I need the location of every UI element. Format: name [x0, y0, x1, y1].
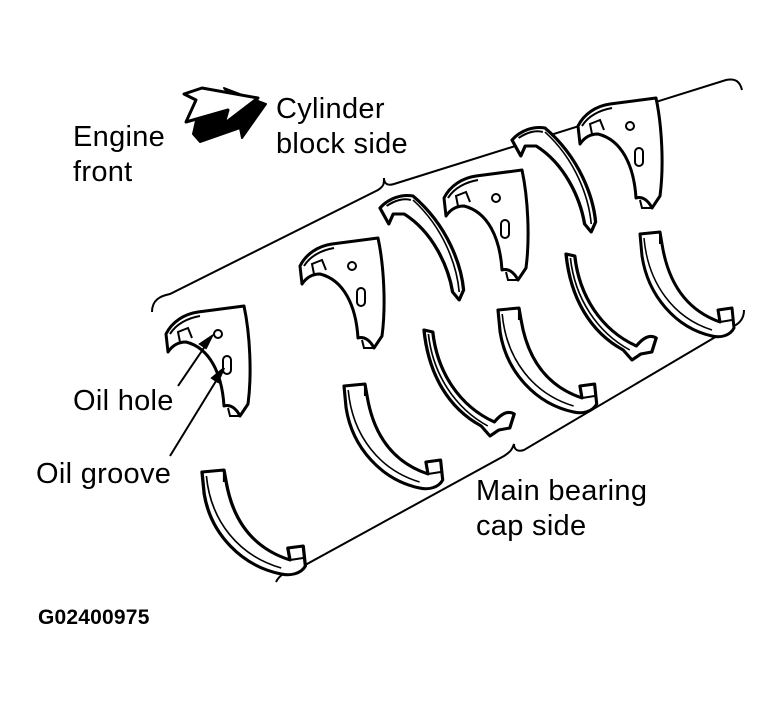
- lower-shell-6: [638, 230, 736, 339]
- engine-front-label-line2: front: [73, 155, 133, 188]
- cylinder-block-label-line1: Cylinder: [276, 93, 385, 125]
- main-bearing-cap-side-label: Main bearing cap side: [476, 474, 647, 544]
- upper-shell-2: [298, 236, 386, 350]
- engine-front-label: Engine front: [73, 120, 165, 190]
- lower-shell-2: [342, 382, 445, 491]
- upper-shell-6: [576, 96, 664, 210]
- cylinder-block-label-line2: block side: [276, 127, 408, 160]
- oil-hole-label: Oil hole: [73, 385, 174, 417]
- arrow-engine-front-icon: [182, 86, 267, 143]
- upper-shell-1-with-oil-hole: [164, 304, 252, 418]
- oil-groove-label: Oil groove: [36, 458, 172, 490]
- cylinder-block-side-label: Cylinder block side: [276, 92, 408, 162]
- lower-shell-5-thin: [564, 252, 658, 362]
- oil-hole-leader: [177, 333, 215, 387]
- lower-shell-1: [200, 468, 308, 577]
- oil-groove-leader: [169, 367, 225, 457]
- lower-shell-3-thin: [422, 328, 516, 438]
- figure-code: G02400975: [38, 606, 150, 629]
- lower-shell-4: [496, 306, 599, 415]
- main-bearing-label-line2: cap side: [476, 509, 587, 542]
- main-bearing-label-line1: Main bearing: [476, 475, 648, 507]
- upper-bracket: [151, 78, 743, 313]
- engine-front-label-line1: Engine: [73, 121, 166, 153]
